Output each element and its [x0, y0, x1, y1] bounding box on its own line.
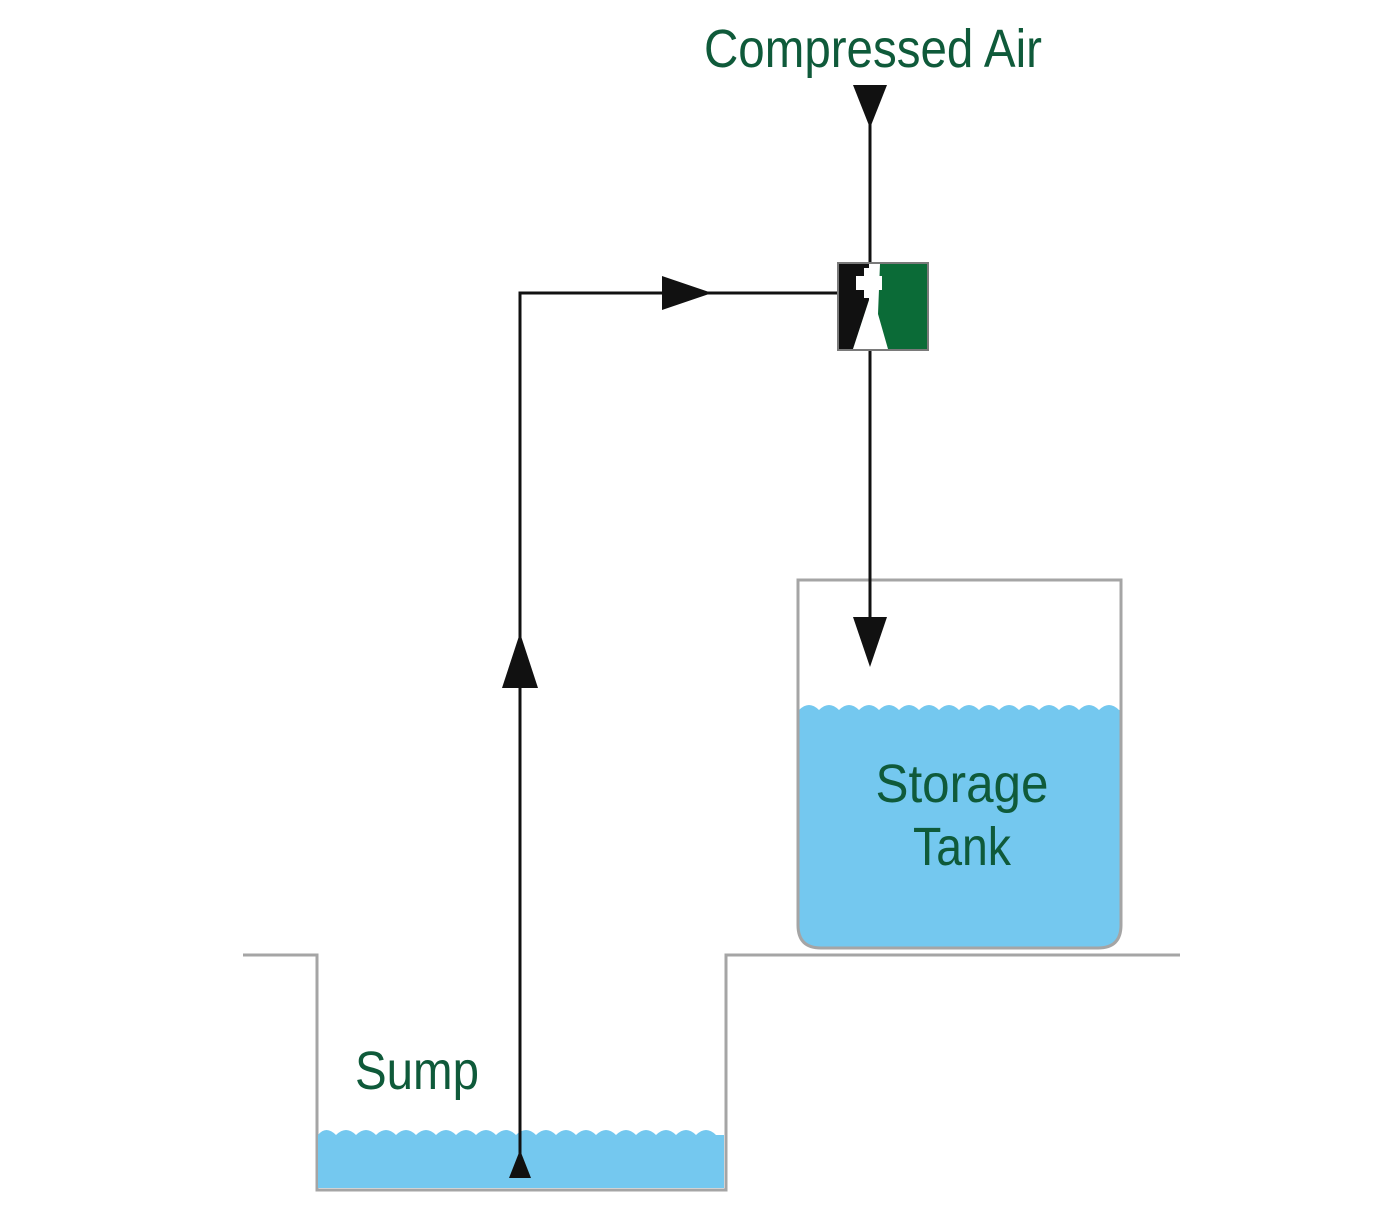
- sump-label: Sump: [355, 1041, 479, 1101]
- discharge-down-arrow: [853, 617, 887, 667]
- storage-tank-label-line2: Tank: [913, 817, 1012, 877]
- storage-tank-outline: [796, 578, 1123, 950]
- compressed-air-arrow: [853, 85, 887, 128]
- riser-pipe: [518, 291, 840, 1170]
- storage-tank-water: [799, 705, 1120, 948]
- sump-intake-arrow: [509, 1150, 531, 1178]
- storage-tank-label-line1: Storage: [876, 754, 1049, 814]
- flow-right-arrow: [662, 276, 712, 310]
- air-lift-pump: [837, 262, 929, 351]
- ground-line: [243, 953, 1180, 1192]
- riser-up-arrow: [502, 633, 538, 688]
- compressed-air-label: Compressed Air: [704, 19, 1042, 79]
